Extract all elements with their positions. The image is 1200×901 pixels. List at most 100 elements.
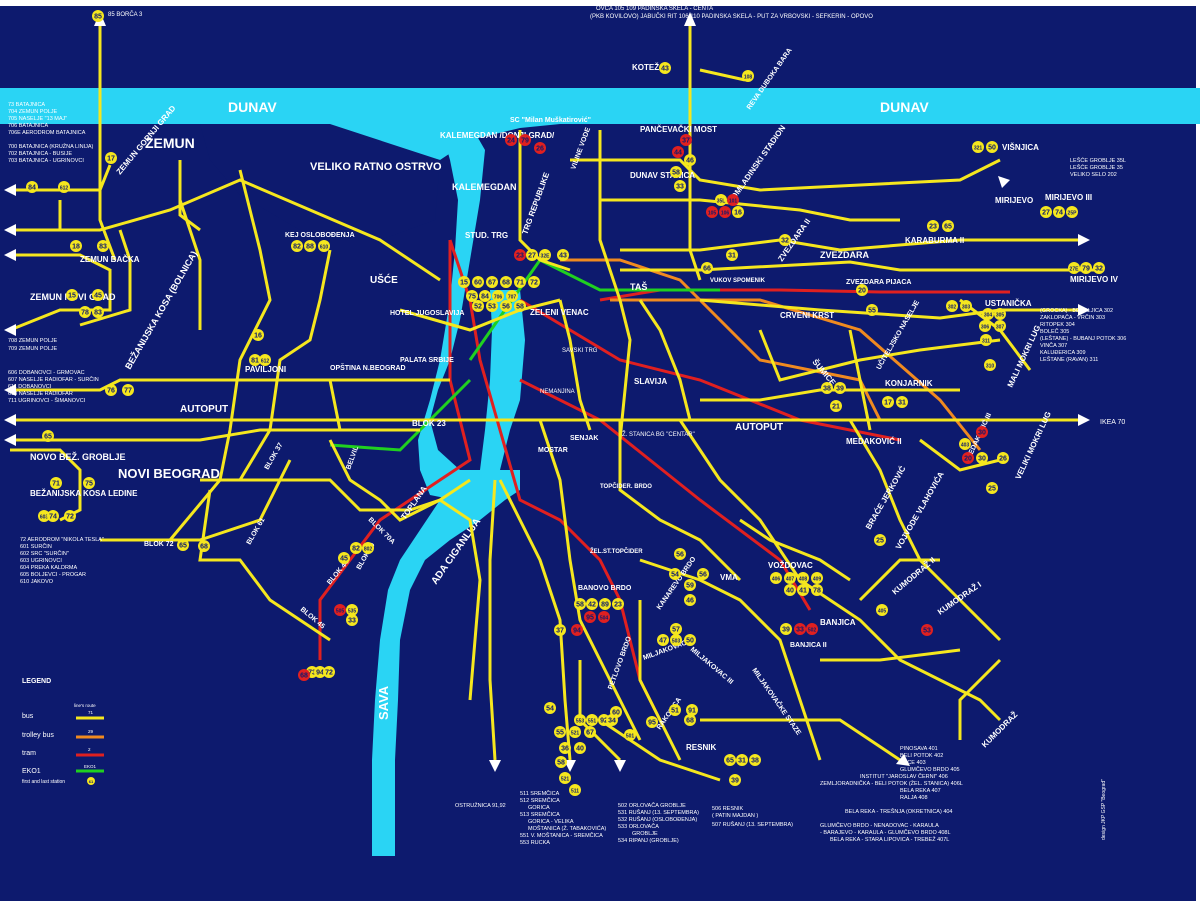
station-number: 55 xyxy=(556,730,564,737)
svg-text:VELIKO SELO 202: VELIKO SELO 202 xyxy=(1070,172,1117,178)
station-marker xyxy=(779,234,791,246)
svg-text:INSTITUT "JAROSLAV ČERNI" 406: INSTITUT "JAROSLAV ČERNI" 406 xyxy=(860,773,948,780)
station-number: 551 xyxy=(588,719,597,725)
label-hotel-jug: HOTEL JUGOSLAVIJA xyxy=(390,310,464,317)
station-marker xyxy=(980,334,992,346)
station-number: 95 xyxy=(586,615,594,622)
station-marker xyxy=(742,70,754,82)
station-marker xyxy=(505,134,517,146)
station-number: 79 xyxy=(521,138,529,145)
station-number: 67 xyxy=(586,730,594,737)
station-number: 68 xyxy=(300,673,308,680)
svg-text:73 BATAJNICA: 73 BATAJNICA xyxy=(8,102,45,108)
label-zvezda-pijaca: ZVEZDARA PIJACA xyxy=(846,279,911,286)
station-marker xyxy=(811,572,823,584)
station-marker xyxy=(806,623,818,635)
station-number: 535 xyxy=(348,609,357,615)
station-marker xyxy=(584,726,596,738)
station-marker xyxy=(674,548,686,560)
svg-text:(LEŠTANE) - BUBANJ POTOK 306: (LEŠTANE) - BUBANJ POTOK 306 xyxy=(1040,335,1126,342)
station-number: 72 xyxy=(530,280,538,287)
station-number: 72 xyxy=(66,514,74,521)
station-marker xyxy=(58,181,70,193)
station-number: 24 xyxy=(507,138,515,145)
station-number: 302 xyxy=(948,305,957,311)
station-number: 303 xyxy=(962,305,971,311)
station-marker xyxy=(571,624,583,636)
svg-text:553 RUCKA: 553 RUCKA xyxy=(520,840,550,846)
svg-text:706 BATAJNICA: 706 BATAJNICA xyxy=(8,123,48,129)
station-number: 406 xyxy=(772,577,781,583)
station-number: 18 xyxy=(72,244,80,251)
station-number: 78 xyxy=(813,588,821,595)
station-number: 58 xyxy=(516,304,524,311)
label-zeleni-venac: ZELENI VENAC xyxy=(530,308,589,317)
station-number: 306 xyxy=(981,325,990,331)
station-number: 405 xyxy=(878,609,887,615)
station-number: 58 xyxy=(576,602,584,609)
station-number: 20 xyxy=(858,288,866,295)
station-number: 56 xyxy=(699,572,707,579)
legend-trolley: trolley bus xyxy=(22,732,54,739)
bus-lines xyxy=(9,20,1100,782)
station-number: 15 xyxy=(460,280,468,287)
svg-text:606 DOBANOVCI - GRMOVAC: 606 DOBANOVCI - GRMOVAC xyxy=(8,370,85,376)
label-mostar: MOSTAR xyxy=(538,447,568,454)
svg-text:703 BATAJNICA - UGRINOVCI: 703 BATAJNICA - UGRINOVCI xyxy=(8,158,84,164)
station-marker xyxy=(555,756,567,768)
station-number: 34 xyxy=(608,718,616,725)
station-marker xyxy=(670,623,682,635)
station-marker xyxy=(26,181,38,193)
station-number: 30 xyxy=(978,430,986,437)
station-number: 94 xyxy=(316,670,324,677)
station-marker xyxy=(686,704,698,716)
station-marker xyxy=(479,290,491,302)
label-topcider: ŽEL.ST.TOPČIDER xyxy=(590,547,643,555)
tram-lines xyxy=(318,239,1010,721)
station-number: 33 xyxy=(348,618,356,625)
station-number: 46 xyxy=(686,598,694,605)
station-number: 105 xyxy=(708,211,717,217)
label-pancevacki-most: PANČEVAČKI MOST xyxy=(640,125,717,134)
station-marker xyxy=(994,308,1006,320)
legend-title: LEGEND xyxy=(22,678,51,685)
station-number: 37 xyxy=(556,628,564,635)
station-marker xyxy=(729,774,741,786)
station-marker xyxy=(697,568,709,580)
station-number: 521 xyxy=(571,731,580,737)
station-number: 82 xyxy=(293,244,301,251)
svg-text:511 SREMČICA: 511 SREMČICA xyxy=(520,790,560,797)
station-number: 409 xyxy=(813,577,822,583)
station-marker xyxy=(659,62,671,74)
svg-text:507 RUŠANJ (13. SEPTEMBRA): 507 RUŠANJ (13. SEPTEMBRA) xyxy=(712,821,793,828)
station-number: 67 xyxy=(488,280,496,287)
station-marker xyxy=(976,452,988,464)
station-marker xyxy=(612,598,624,610)
svg-text:72 AERODROM "NIKOLA TESLA": 72 AERODROM "NIKOLA TESLA" xyxy=(20,537,104,543)
svg-text:GORICA - VELIKA: GORICA - VELIKA xyxy=(528,819,574,825)
station-number: 31 xyxy=(898,400,906,407)
station-number: 57 xyxy=(672,627,680,634)
station-marker xyxy=(466,290,478,302)
station-number: 321 xyxy=(974,146,983,152)
station-number: 72 xyxy=(325,670,333,677)
station-marker xyxy=(338,552,350,564)
station-number: 84 xyxy=(481,294,489,301)
station-marker xyxy=(684,579,696,591)
legend-eko-num: EKO1 xyxy=(84,764,97,769)
station-marker xyxy=(304,240,316,252)
station-marker xyxy=(259,354,271,366)
station-marker xyxy=(706,206,718,218)
station-marker xyxy=(997,452,1009,464)
label-konjarnik: KONJARNIK xyxy=(885,379,933,388)
svg-text:613 NASELJE RADIOFAR: 613 NASELJE RADIOFAR xyxy=(8,391,73,397)
station-number: 54 xyxy=(671,572,679,579)
station-marker xyxy=(472,300,484,312)
station-number: 39 xyxy=(782,627,790,634)
station-number: 42 xyxy=(588,602,596,609)
station-marker xyxy=(83,477,95,489)
station-marker xyxy=(584,611,596,623)
station-number: 612 xyxy=(261,359,270,365)
station-marker xyxy=(526,249,538,261)
